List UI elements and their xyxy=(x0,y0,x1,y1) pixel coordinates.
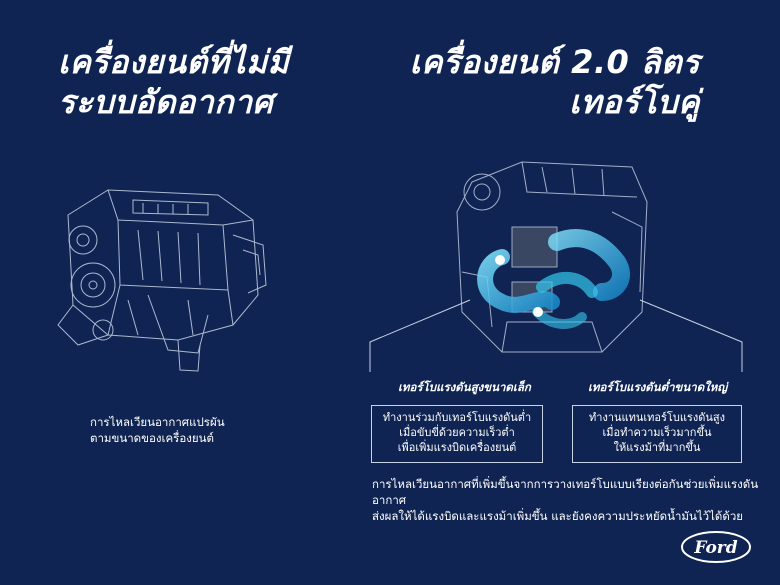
small-turbo-line1: ทำงานร่วมกับเทอร์โบแรงดันต่ำ xyxy=(382,411,532,424)
right-title-line1: เครื่องยนต์ 2.0 ลิตร xyxy=(409,43,700,81)
ford-logo: Ford xyxy=(681,531,751,563)
small-turbo-description: ทำงานร่วมกับเทอร์โบแรงดันต่ำ เมื่อขับขี่… xyxy=(371,405,543,463)
small-turbo-label: เทอร์โบแรงดันสูงขนาดเล็ก xyxy=(398,380,531,394)
left-caption: การไหลเวียนอากาศแปรผัน ตามขนาดของเครื่อง… xyxy=(90,414,270,446)
left-title: เครื่องยนต์ที่ไม่มี ระบบอัดอากาศ xyxy=(58,42,318,122)
footer-line1: การไหลเวียนอากาศที่เพิ่มขึ้นจากการวางเทอ… xyxy=(372,477,759,507)
large-turbo-label: เทอร์โบแรงดันต่ำขนาดใหญ่ xyxy=(588,380,728,394)
right-title: เครื่องยนต์ 2.0 ลิตร เทอร์โบคู่ xyxy=(360,42,700,122)
large-turbo-line3: ให้แรงม้าที่มากขึ้น xyxy=(613,441,701,454)
left-title-line2: ระบบอัดอากาศ xyxy=(58,83,274,121)
twin-turbo-engine-illustration xyxy=(456,161,648,353)
small-turbo-line2: เมื่อขับขี่ด้วยความเร็วต่ำ xyxy=(399,426,515,439)
footer-line2: ส่งผลให้ได้แรงบิดและแรงม้าเพิ่มขึ้น และย… xyxy=(372,509,744,523)
small-turbo-line3: เพื่อเพิ่มแรงบิดเครื่องยนต์ xyxy=(397,441,517,454)
left-caption-line1: การไหลเวียนอากาศแปรผัน xyxy=(90,415,225,429)
large-turbo-line1: ทำงานแทนเทอร์โบแรงดันสูง xyxy=(589,411,725,424)
large-turbo-line2: เมื่อทำความเร็วมากขึ้น xyxy=(602,426,712,439)
left-title-line1: เครื่องยนต์ที่ไม่มี xyxy=(58,43,290,81)
large-turbo-description: ทำงานแทนเทอร์โบแรงดันสูง เมื่อทำความเร็ว… xyxy=(572,405,742,463)
footer-description: การไหลเวียนอากาศที่เพิ่มขึ้นจากการวางเทอ… xyxy=(372,476,767,524)
right-title-line2: เทอร์โบคู่ xyxy=(569,83,700,121)
left-caption-line2: ตามขนาดของเครื่องยนต์ xyxy=(90,431,214,445)
naturally-aspirated-engine-illustration xyxy=(57,189,267,372)
ford-logo-text: Ford xyxy=(693,538,737,558)
